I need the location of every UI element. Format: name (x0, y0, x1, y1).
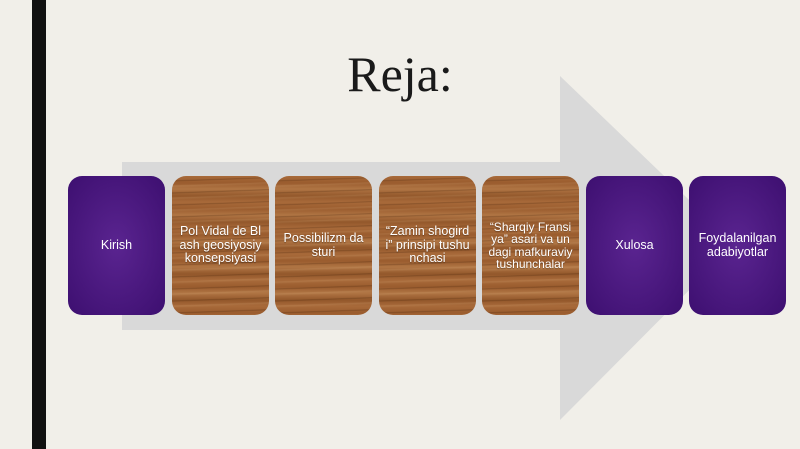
plan-item-vidal-de-blash[interactable]: Pol Vidal de Blash geosiyosiy konsepsiya… (172, 176, 269, 315)
plan-item-label: “Sharqiy Fransiya” asari va undagi mafku… (488, 219, 573, 271)
plan-item-label: Xulosa (615, 237, 654, 252)
plan-item-label: Foydalanilgan adabiyotlar (698, 231, 777, 259)
plan-item-zamin-shogirdi[interactable]: “Zamin shogirdi” prinsipi tushunchasi (379, 176, 476, 315)
plan-item-kirish[interactable]: Kirish (68, 176, 165, 315)
plan-item-adabiyotlar[interactable]: Foydalanilgan adabiyotlar (689, 176, 786, 315)
plan-item-label: “Zamin shogirdi” prinsipi tushunchasi (385, 224, 470, 266)
plan-item-label: Pol Vidal de Blash geosiyosiy konsepsiya… (179, 224, 262, 266)
plan-item-sharqiy-fransiya[interactable]: “Sharqiy Fransiya” asari va undagi mafku… (482, 176, 579, 315)
left-accent-bar (32, 0, 46, 449)
plan-item-possibilizm[interactable]: Possibilizm dasturi (275, 176, 372, 315)
slide-title: Reja: (347, 46, 453, 102)
plan-item-label: Possibilizm dasturi (283, 231, 364, 259)
plan-item-label: Kirish (100, 237, 133, 252)
plan-item-xulosa[interactable]: Xulosa (586, 176, 683, 315)
